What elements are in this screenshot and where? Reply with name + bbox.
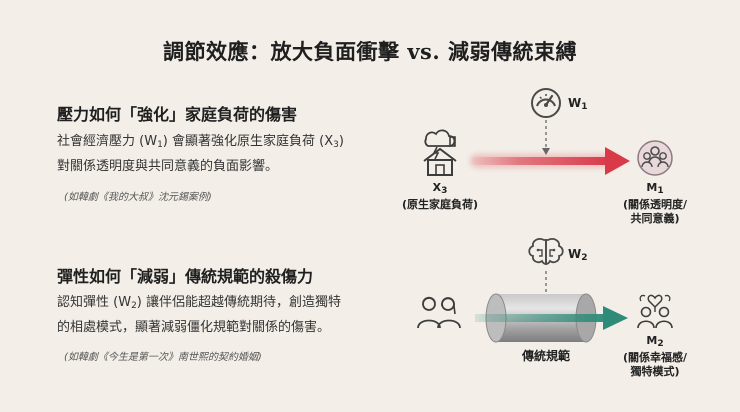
gauge-icon [531, 88, 561, 118]
x3-label: X3 (原生家庭負荷) [401, 181, 479, 211]
couple-heart-icon [637, 294, 673, 329]
w1-arrow-head [542, 148, 550, 155]
section1-heading: 壓力如何「強化」家庭負荷的傷害 [57, 105, 298, 124]
red-arrow [470, 147, 630, 175]
section2-line1: 認知彈性 (W2) 讓伴侶能超越傳統期待，創造獨特 [57, 295, 342, 311]
w2-label: W2 [568, 247, 588, 263]
teal-arrow [475, 306, 628, 330]
house-storm-icon [423, 129, 457, 176]
couple-icon [417, 296, 461, 329]
section1-note: (如韓劇《我的大叔》沈元錫案例) [64, 192, 212, 203]
section1-line2: 對關係透明度與共同意義的負面影響。 [57, 159, 279, 174]
page-title: 調節效應：放大負面衝擊 vs. 減弱傳統束縛 [163, 39, 577, 64]
pipe-label: 傳統規範 [521, 349, 570, 363]
section2-note: (如韓劇《今生是第一次》南世熙的契約婚姻) [64, 352, 262, 363]
section2-body: 認知彈性 (W2) 讓伴侶能超越傳統期待，創造獨特 的相處模式，顯著減弱僵化規範… [57, 292, 387, 339]
m2-label: M2 (關係幸福感/ 獨特模式) [622, 334, 688, 378]
people-circle-icon [637, 140, 673, 176]
brain-icon [528, 238, 564, 265]
m1-label: M1 (關係透明度/ 共同意義) [622, 181, 688, 225]
section2-line2: 的相處模式，顯著減弱僵化規範對關係的傷害。 [57, 320, 331, 335]
section2-heading: 彈性如何「減弱」傳統規範的殺傷力 [57, 267, 314, 286]
section1-line1: 社會經濟壓力 (W1) 會顯著強化原生家庭負荷 (X3) [57, 134, 344, 150]
w1-label: W1 [568, 96, 588, 112]
section1-body: 社會經濟壓力 (W1) 會顯著強化原生家庭負荷 (X3) 對關係透明度與共同意義… [57, 131, 387, 178]
